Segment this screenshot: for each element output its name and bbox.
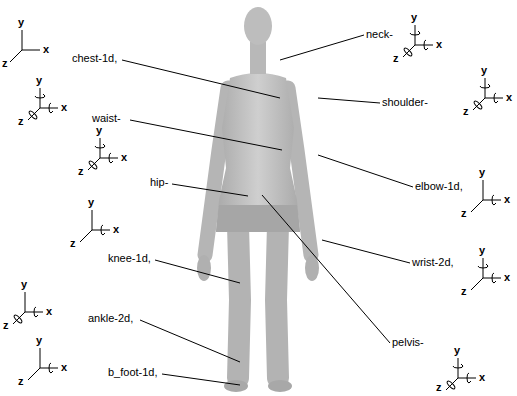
axis-letter: z xyxy=(463,105,469,118)
axis-icon xyxy=(471,180,501,212)
joint-label: neck- xyxy=(366,28,393,41)
joint-label: ankle-2d, xyxy=(88,312,133,325)
axis-letter: y xyxy=(36,74,42,87)
axis-icon xyxy=(88,138,118,170)
axis-icons xyxy=(10,25,503,390)
joint-label: shoulder- xyxy=(382,96,428,109)
axis-icon xyxy=(80,210,110,242)
axis-letter: x xyxy=(436,38,442,51)
axis-letter: x xyxy=(61,361,67,374)
axis-letter: y xyxy=(479,244,485,257)
axis-letter: z xyxy=(78,165,84,178)
joint-label: pelvis- xyxy=(392,336,424,349)
axis-letter: z xyxy=(2,57,8,70)
joint-label: wrist-2d, xyxy=(412,256,454,269)
axis-icon xyxy=(473,78,503,110)
axis-letter: z xyxy=(18,375,24,388)
axis-letter: z xyxy=(461,207,467,220)
axis-letter: y xyxy=(411,11,417,24)
axis-letter: z xyxy=(3,319,9,332)
axis-letter: x xyxy=(61,101,67,114)
axis-icon xyxy=(446,358,476,390)
joint-label: waist- xyxy=(92,112,121,125)
axis-icon xyxy=(28,88,58,120)
axis-letter: z xyxy=(436,381,442,394)
human-figure xyxy=(197,7,319,392)
axis-letter: x xyxy=(479,371,485,384)
leader-lines xyxy=(122,35,413,385)
axis-icon xyxy=(403,25,433,57)
axis-letter: y xyxy=(88,196,94,209)
joint-label: b_foot-1d, xyxy=(108,366,158,379)
axis-letter: y xyxy=(21,278,27,291)
axis-letter: z xyxy=(393,52,399,65)
axis-letter: y xyxy=(481,64,487,77)
axis-letter: y xyxy=(454,344,460,357)
axis-icon xyxy=(10,30,40,62)
joint-label: elbow-1d, xyxy=(415,180,463,193)
axis-letter: x xyxy=(504,271,510,284)
axis-letter: z xyxy=(18,115,24,128)
axis-letter: z xyxy=(461,285,467,298)
axis-letter: y xyxy=(18,16,24,29)
axis-letter: x xyxy=(43,43,49,56)
axis-letter: x xyxy=(121,151,127,164)
joint-label: chest-1d, xyxy=(72,52,117,65)
axis-letter: y xyxy=(96,124,102,137)
axis-icon xyxy=(13,292,43,324)
axis-icon xyxy=(471,258,501,290)
axis-letter: x xyxy=(46,305,52,318)
joint-label: knee-1d, xyxy=(108,252,151,265)
joint-label: hip- xyxy=(150,176,168,189)
axis-letter: y xyxy=(479,166,485,179)
axis-letter: y xyxy=(36,334,42,347)
axis-letter: x xyxy=(506,91,512,104)
axis-letter: x xyxy=(504,193,510,206)
axis-letter: z xyxy=(70,237,76,250)
axis-letter: x xyxy=(113,223,119,236)
axis-icon xyxy=(28,348,58,380)
